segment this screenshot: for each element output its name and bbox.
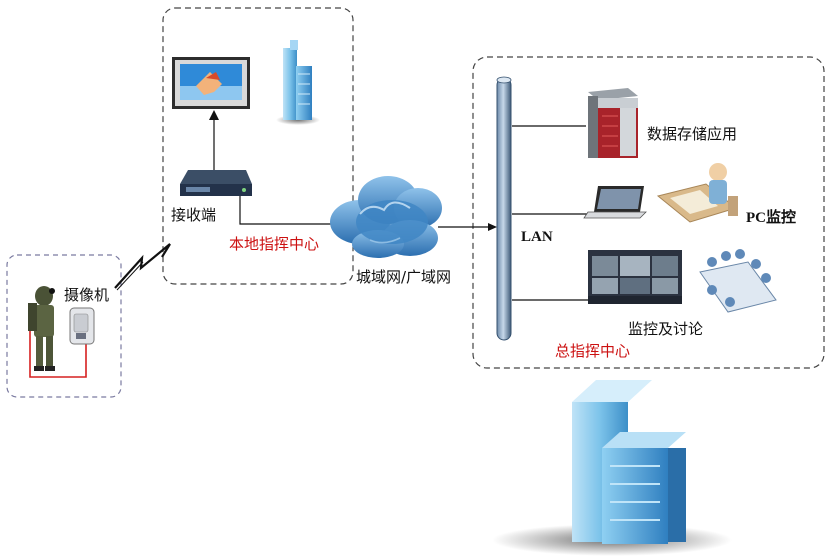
local-center-frame <box>162 7 354 285</box>
arrow-head-icon <box>488 223 497 231</box>
building-icon <box>276 40 320 125</box>
wireless-link-icon-inner <box>116 261 144 291</box>
pc-monitor-label: PC监控 <box>746 208 796 226</box>
main-building-icon <box>492 380 732 556</box>
video-wall-icon <box>588 250 682 304</box>
camera-group-frame <box>6 254 122 398</box>
cloud-network-icon <box>330 176 442 258</box>
laptop-icon <box>583 186 647 219</box>
meeting-table-icon <box>699 249 777 313</box>
monitor-discuss-label: 监控及讨论 <box>628 320 703 338</box>
arrow-head-icon <box>209 110 219 120</box>
receiver-device-icon <box>180 170 252 196</box>
receiver-label: 接收端 <box>171 206 216 224</box>
wireless-link-icon <box>114 243 171 289</box>
pc-monitor-operator-icon <box>656 163 738 223</box>
storage-label: 数据存储应用 <box>647 125 737 143</box>
lan-backbone-icon <box>496 76 512 341</box>
lan-label: LAN <box>521 229 553 245</box>
local-center-label: 本地指挥中心 <box>229 235 319 253</box>
main-center-frame <box>472 56 825 369</box>
storage-server-icon <box>588 88 638 158</box>
wan-label: 城域网/广域网 <box>356 268 451 286</box>
tv-monitor-icon <box>172 57 250 109</box>
soldier-camera-icon <box>28 286 95 378</box>
main-center-label: 总指挥中心 <box>555 342 630 360</box>
camera-label: 摄像机 <box>64 286 109 304</box>
receiver-to-cloud-line <box>239 196 340 225</box>
